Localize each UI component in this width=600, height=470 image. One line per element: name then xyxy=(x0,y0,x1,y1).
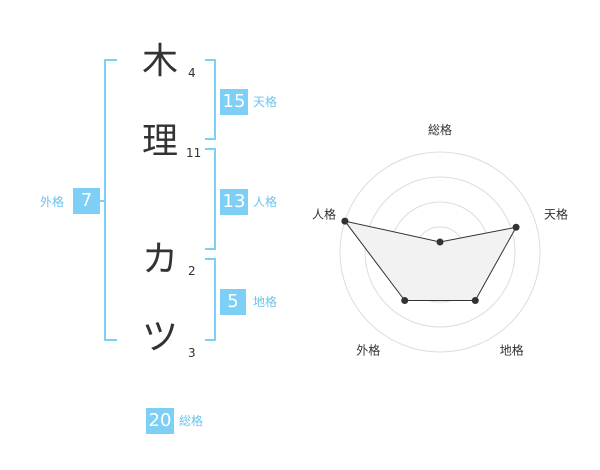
radar-ring-4 xyxy=(339,151,541,353)
gaikaku-bracket xyxy=(104,59,117,341)
soukaku-label: 総格 xyxy=(179,414,204,428)
name-char-4: ツ xyxy=(141,317,178,358)
stroke-count-3: 2 xyxy=(188,264,196,278)
radar-point-2 xyxy=(471,297,479,305)
radar-point-1 xyxy=(512,223,520,231)
name-char-1: 木 xyxy=(141,41,178,82)
jinkaku-score: 13 xyxy=(220,189,248,215)
chikaku-bracket xyxy=(205,258,216,341)
soukaku-score: 20 xyxy=(146,408,174,434)
stroke-count-1: 4 xyxy=(188,66,196,80)
tenkaku-bracket xyxy=(205,59,216,140)
radar-points xyxy=(341,217,520,305)
jinkaku-label: 人格 xyxy=(253,195,278,209)
jinkaku-bracket xyxy=(205,148,216,250)
radar-axis-label-1: 天格 xyxy=(544,206,568,221)
radar-area xyxy=(343,220,518,302)
radar-axis-label-4: 人格 xyxy=(312,206,336,221)
radar-point-0 xyxy=(436,238,444,246)
radar-point-3 xyxy=(401,297,409,305)
radar-point-4 xyxy=(341,217,349,225)
gaikaku-label: 外格 xyxy=(40,195,65,209)
radar-ring-3 xyxy=(364,176,516,328)
chikaku-label: 地格 xyxy=(253,295,278,309)
stroke-count-4: 3 xyxy=(188,346,196,360)
tenkaku-label: 天格 xyxy=(253,95,278,109)
chikaku-score: 5 xyxy=(220,289,246,315)
stroke-count-2: 11 xyxy=(186,146,202,160)
tenkaku-score: 15 xyxy=(220,89,248,115)
radar-axis-label-0: 総格 xyxy=(428,122,452,137)
radar-axis-label-3: 外格 xyxy=(356,343,380,358)
name-char-3: カ xyxy=(141,239,178,280)
gaikaku-score: 7 xyxy=(73,188,100,214)
radar-axis-label-2: 地格 xyxy=(500,343,524,358)
name-char-2: 理 xyxy=(141,121,178,162)
